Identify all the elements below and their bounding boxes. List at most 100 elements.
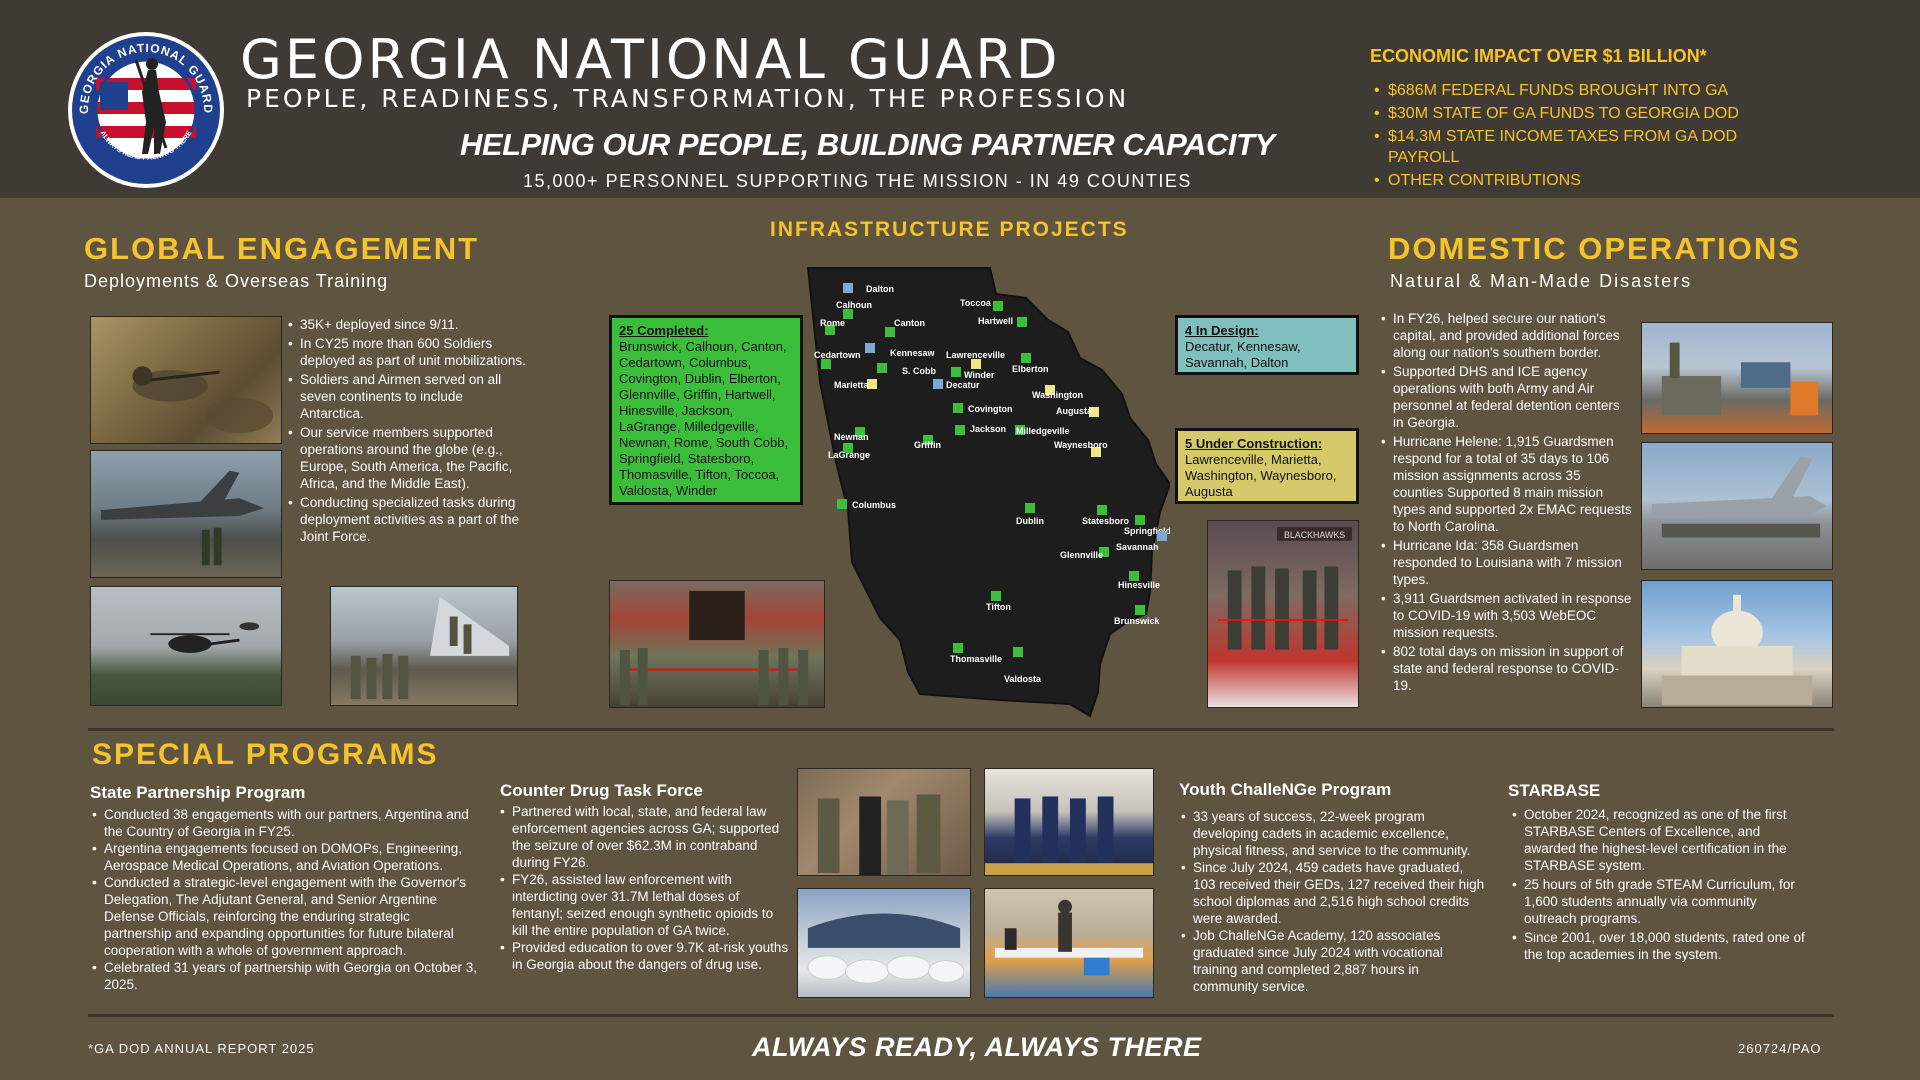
domestic-operations-subtitle: Natural & Man-Made Disasters bbox=[1390, 271, 1693, 291]
spp-bullet: Conducted 38 engagements with our partne… bbox=[92, 806, 480, 840]
map-marker-covington bbox=[953, 403, 963, 413]
c130-aircraft-photo bbox=[1641, 442, 1833, 570]
map-label-springfield: Springfield bbox=[1124, 526, 1170, 536]
map-marker-s-cobb bbox=[877, 363, 887, 373]
aircraft-ramp-photo bbox=[90, 450, 282, 578]
map-label-columbus: Columbus bbox=[852, 500, 896, 510]
youth-cadets-photo bbox=[984, 768, 1154, 876]
map-marker-rome bbox=[825, 325, 835, 335]
map-marker-columbus bbox=[837, 499, 847, 509]
map-label-statesboro: Statesboro bbox=[1082, 516, 1130, 526]
map-label-hartwell: Hartwell bbox=[978, 316, 1013, 326]
map-label-jackson: Jackson bbox=[970, 424, 1006, 434]
blackhawks-ribbon-cutting-photo: BLACKHAWKS bbox=[1207, 520, 1359, 708]
map-label-brunswick: Brunswick bbox=[1114, 616, 1161, 626]
border-operations-photo bbox=[1641, 322, 1833, 434]
map-label-dublin: Dublin bbox=[1016, 516, 1044, 526]
domestic-bullet: 802 total days on mission in support of … bbox=[1381, 643, 1633, 694]
map-marker-cedartown bbox=[821, 359, 831, 369]
construction-list: Lawrenceville, Marietta, Washington, Way… bbox=[1185, 452, 1337, 499]
global-bullet: In CY25 more than 600 Soldiers deployed … bbox=[288, 335, 526, 369]
us-capitol-photo bbox=[1641, 580, 1833, 708]
map-marker-jackson bbox=[955, 425, 965, 435]
ribbon-cutting-photo bbox=[609, 580, 825, 708]
soldier-in-field-photo bbox=[90, 316, 282, 444]
special-programs-title: SPECIAL PROGRAMS bbox=[92, 738, 439, 771]
map-label-winder: Winder bbox=[964, 370, 995, 380]
seized-drugs-photo bbox=[797, 888, 971, 998]
map-marker-calhoun bbox=[843, 309, 853, 319]
domestic-bullet: Hurricane Ida: 358 Guardsmen responded t… bbox=[1381, 537, 1633, 588]
global-bullet: Conducting specialized tasks during depl… bbox=[288, 494, 526, 545]
map-label-canton: Canton bbox=[894, 318, 925, 328]
georgia-state-shape bbox=[806, 267, 1170, 718]
map-label-savannah: Savannah bbox=[1116, 542, 1159, 552]
map-marker-thomasville bbox=[953, 643, 963, 653]
youth-challenge-title: Youth ChalleNGe Program bbox=[1179, 780, 1392, 799]
map-label-tifton: Tifton bbox=[986, 602, 1011, 612]
spp-bullet: Argentina engagements focused on DOMOPs,… bbox=[92, 840, 480, 874]
footer-code: 260724/PAO bbox=[1738, 1041, 1822, 1056]
completed-projects-box: 25 Completed: Brunswick, Calhoun, Canton… bbox=[609, 315, 803, 505]
economic-item: $30M STATE OF GA FUNDS TO GEORGIA DOD bbox=[1374, 103, 1774, 124]
global-engagement-subtitle: Deployments & Overseas Training bbox=[84, 271, 389, 291]
youth-bullet: 33 years of success, 22-week program dev… bbox=[1181, 808, 1487, 859]
counter-drug-bullets: Partnered with local, state, and federal… bbox=[500, 803, 790, 973]
map-marker-brunswick bbox=[1135, 605, 1145, 615]
spp-bullets: Conducted 38 engagements with our partne… bbox=[92, 806, 480, 993]
map-label-decatur: Decatur bbox=[946, 380, 980, 390]
map-label-lagrange: LaGrange bbox=[828, 450, 870, 460]
map-marker-griffin bbox=[923, 435, 933, 445]
page-title: GEORGIA NATIONAL GUARD bbox=[240, 28, 1061, 91]
map-label-newnan: Newnan bbox=[834, 432, 869, 442]
map-marker-newnan bbox=[855, 427, 865, 437]
map-label-s-cobb: S. Cobb bbox=[902, 366, 936, 376]
map-marker-decatur bbox=[933, 379, 943, 389]
starbase-bullet: 25 hours of 5th grade STEAM Curriculum, … bbox=[1512, 876, 1810, 927]
soldiers-boarding-aircraft-photo bbox=[330, 586, 518, 706]
personnel-statement: 15,000+ PERSONNEL SUPPORTING THE MISSION… bbox=[523, 171, 1192, 191]
spp-title: State Partnership Program bbox=[90, 783, 306, 802]
domestic-bullet: Hurricane Helene: 1,915 Guardsmen respon… bbox=[1381, 433, 1633, 535]
map-marker-washington bbox=[1045, 385, 1055, 395]
map-marker-glennville bbox=[1099, 547, 1109, 557]
map-label-kennesaw: Kennesaw bbox=[890, 348, 936, 358]
economic-item: OTHER CONTRIBUTIONS bbox=[1374, 170, 1774, 191]
starbase-bullet: October 2024, recognized as one of the f… bbox=[1512, 806, 1810, 874]
construction-projects-box: 5 Under Construction: Lawrenceville, Mar… bbox=[1175, 428, 1359, 504]
youth-bullet: Since July 2024, 459 cadets have graduat… bbox=[1181, 859, 1487, 927]
design-heading: 4 In Design: bbox=[1185, 323, 1259, 338]
map-marker-statesboro bbox=[1097, 505, 1107, 515]
map-marker-marietta bbox=[867, 379, 877, 389]
map-label-waynesboro: Waynesboro bbox=[1054, 440, 1108, 450]
helicopter-photo bbox=[90, 586, 282, 706]
counter-drug-bullet: FY26, assisted law enforcement with inte… bbox=[500, 871, 790, 939]
domestic-bullet: In FY26, helped secure our nation's capi… bbox=[1381, 310, 1633, 361]
map-marker-dublin bbox=[1025, 503, 1035, 513]
map-marker-augusta bbox=[1089, 407, 1099, 417]
counter-drug-bullet: Provided education to over 9.7K at-risk … bbox=[500, 939, 790, 973]
map-label-augusta: Augusta bbox=[1056, 406, 1093, 416]
map-marker-lawrenceville bbox=[971, 359, 981, 369]
global-engagement-title: GLOBAL ENGAGEMENT bbox=[84, 231, 480, 266]
map-marker-elberton bbox=[1021, 353, 1031, 363]
map-marker-dalton bbox=[843, 283, 853, 293]
map-label-cedartown: Cedartown bbox=[814, 350, 861, 360]
tagline: HELPING OUR PEOPLE, BUILDING PARTNER CAP… bbox=[460, 127, 1275, 162]
map-label-marietta: Marietta bbox=[834, 380, 870, 390]
domestic-bullet: Supported DHS and ICE agency operations … bbox=[1381, 363, 1633, 431]
map-marker-waynesboro bbox=[1091, 447, 1101, 457]
map-marker-kennesaw bbox=[865, 343, 875, 353]
minuteman-seal-icon: GEORGIA NATIONAL GUARD ALWAYS READY ALWA… bbox=[68, 32, 224, 188]
map-label-thomasville: Thomasville bbox=[950, 654, 1002, 664]
map-label-lawrenceville: Lawrenceville bbox=[946, 350, 1005, 360]
spp-bullet: Conducted a strategic-level engagement w… bbox=[92, 874, 480, 959]
spp-bullet: Celebrated 31 years of partnership with … bbox=[92, 959, 480, 993]
georgia-national-guard-seal: GEORGIA NATIONAL GUARD ALWAYS READY ALWA… bbox=[66, 30, 226, 190]
map-marker-lagrange bbox=[843, 443, 853, 453]
map-marker-toccoa bbox=[993, 301, 1003, 311]
economic-item: $686M FEDERAL FUNDS BROUGHT INTO GA bbox=[1374, 80, 1774, 101]
counter-drug-bullet: Partnered with local, state, and federal… bbox=[500, 803, 790, 871]
global-bullet: Soldiers and Airmen served on all seven … bbox=[288, 371, 526, 422]
